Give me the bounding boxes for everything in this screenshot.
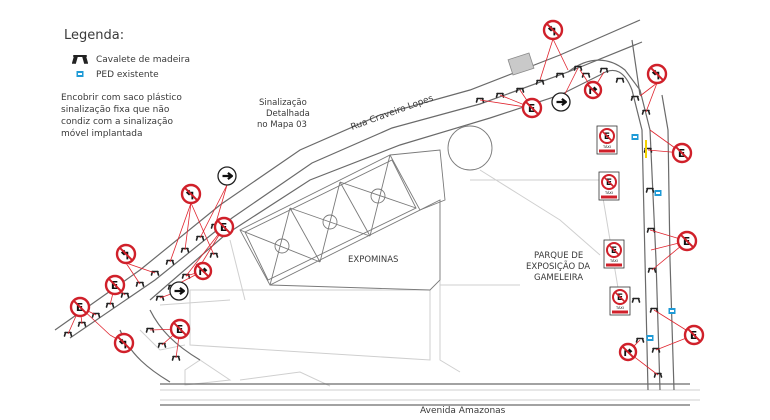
sawhorse-icon xyxy=(631,297,641,303)
taxi-parking-panel-icon: ETÁXI xyxy=(596,125,618,155)
callout-line xyxy=(645,82,658,113)
sawhorse-icon xyxy=(72,55,88,64)
svg-text:PARQUE DE: PARQUE DE xyxy=(534,251,583,261)
callout-line xyxy=(169,202,192,263)
cover-note: Encobrir com saco plástico sinalização f… xyxy=(61,93,182,139)
callout-line xyxy=(214,184,228,227)
parking-sign-icon: E xyxy=(683,324,705,346)
sawhorse-icon xyxy=(63,331,73,337)
parking-sign-icon: E xyxy=(169,318,191,340)
svg-text:TÁXI: TÁXI xyxy=(602,144,611,149)
sawhorse-icon xyxy=(630,95,640,101)
noturn-sign-icon xyxy=(583,80,603,100)
legend-title: Legenda: xyxy=(64,28,124,43)
noturn-sign-icon xyxy=(193,261,213,281)
parking-sign-icon: E xyxy=(69,296,91,318)
ped-icon xyxy=(668,308,676,314)
svg-text:TÁXI: TÁXI xyxy=(604,190,613,195)
note-line-1: Encobrir com saco plástico xyxy=(61,93,182,103)
note-line-2: sinalização fixa que não xyxy=(61,105,170,115)
parking-sign-icon: E xyxy=(676,230,698,252)
callout-line xyxy=(539,38,554,81)
parking-sign-icon: E xyxy=(213,216,235,238)
svg-text:Sinalização: Sinalização xyxy=(259,98,307,108)
sawhorse-icon xyxy=(649,307,659,313)
svg-text:no Mapa 03: no Mapa 03 xyxy=(257,120,307,130)
sawhorse-icon xyxy=(573,65,583,71)
yellow-road-marking xyxy=(645,140,647,158)
expominas-label: EXPOMINAS xyxy=(348,255,398,265)
sinalizacao-label: Sinalização Detalhada no Mapa 03 xyxy=(257,98,310,130)
sawhorse-icon xyxy=(615,77,625,83)
signs-layer: EEEEEEEEETÁXIETÁXIETÁXIETÁXI xyxy=(69,19,705,362)
noleft-sign-icon xyxy=(115,243,137,265)
svg-text:TÁXI: TÁXI xyxy=(609,258,618,263)
callout-line xyxy=(190,202,215,256)
parking-sign-icon: E xyxy=(671,142,693,164)
note-line-4: móvel implantada xyxy=(61,128,142,139)
legend-item-ped: PED existente xyxy=(96,70,159,80)
arrow-sign-icon xyxy=(551,92,571,112)
sawhorse-icon xyxy=(515,87,525,93)
callout-line xyxy=(184,202,192,251)
ped-icon xyxy=(654,190,662,196)
parking-sign-icon: E xyxy=(521,97,543,119)
road-label-south: Avenida Amazonas xyxy=(420,406,506,416)
svg-text:GAMELEIRA: GAMELEIRA xyxy=(534,273,583,283)
sawhorse-icon xyxy=(135,281,145,287)
callout-line xyxy=(639,82,658,97)
sawhorse-icon xyxy=(555,72,565,78)
callout-line xyxy=(552,38,569,71)
callout-line xyxy=(125,262,141,285)
ped-markers xyxy=(631,134,676,341)
ped-icon xyxy=(76,71,84,77)
parque-label: PARQUE DE EXPOSIÇÃO DA GAMELEIRA xyxy=(526,251,590,283)
noleft-sign-icon xyxy=(646,63,668,85)
base-map xyxy=(139,169,700,401)
parking-sign-icon: E xyxy=(104,274,126,296)
taxi-parking-panel-icon: ETÁXI xyxy=(603,239,625,269)
callout-line xyxy=(125,262,156,274)
sawhorse-icon xyxy=(120,292,130,298)
sawhorse-icon xyxy=(165,259,175,265)
svg-text:EXPOSIÇÃO DA: EXPOSIÇÃO DA xyxy=(526,261,590,272)
noleft-sign-icon xyxy=(542,19,564,41)
legend: Legenda: Cavalete de madeira PED existen… xyxy=(64,28,190,80)
sawhorse-icon xyxy=(599,67,609,73)
noturn-sign-icon xyxy=(618,342,638,362)
noleft-sign-icon xyxy=(180,183,202,205)
kiosk-building xyxy=(507,52,535,76)
expominas-building xyxy=(239,125,493,291)
svg-text:TÁXI: TÁXI xyxy=(615,305,624,310)
sawhorse-icon xyxy=(195,235,205,241)
svg-text:Detalhada: Detalhada xyxy=(266,109,310,119)
taxi-parking-panel-icon: ETÁXI xyxy=(609,286,631,316)
note-line-3: condiz com a sinalização xyxy=(61,117,174,127)
sawhorse-icon xyxy=(157,342,167,348)
sawhorse-icon xyxy=(635,337,645,343)
sawhorse-icon xyxy=(653,372,663,378)
sawhorse-icon xyxy=(645,187,655,193)
road-label-north: Rua Craveiro Lopes xyxy=(350,94,435,133)
arrow-sign-icon xyxy=(217,166,237,186)
noleft-sign-icon xyxy=(113,332,135,354)
arrow-sign-icon xyxy=(169,281,189,301)
callout-line xyxy=(199,184,228,239)
taxi-parking-panel-icon: ETÁXI xyxy=(598,171,620,201)
legend-item-sawhorse: Cavalete de madeira xyxy=(96,55,190,65)
ped-icon xyxy=(631,134,639,140)
sawhorse-icon xyxy=(647,267,657,273)
sawhorse-icon xyxy=(641,109,651,115)
ped-icon xyxy=(646,335,654,341)
callout-line xyxy=(185,226,225,277)
sawhorse-icon xyxy=(209,252,219,258)
sawhorse-icon xyxy=(535,79,545,85)
